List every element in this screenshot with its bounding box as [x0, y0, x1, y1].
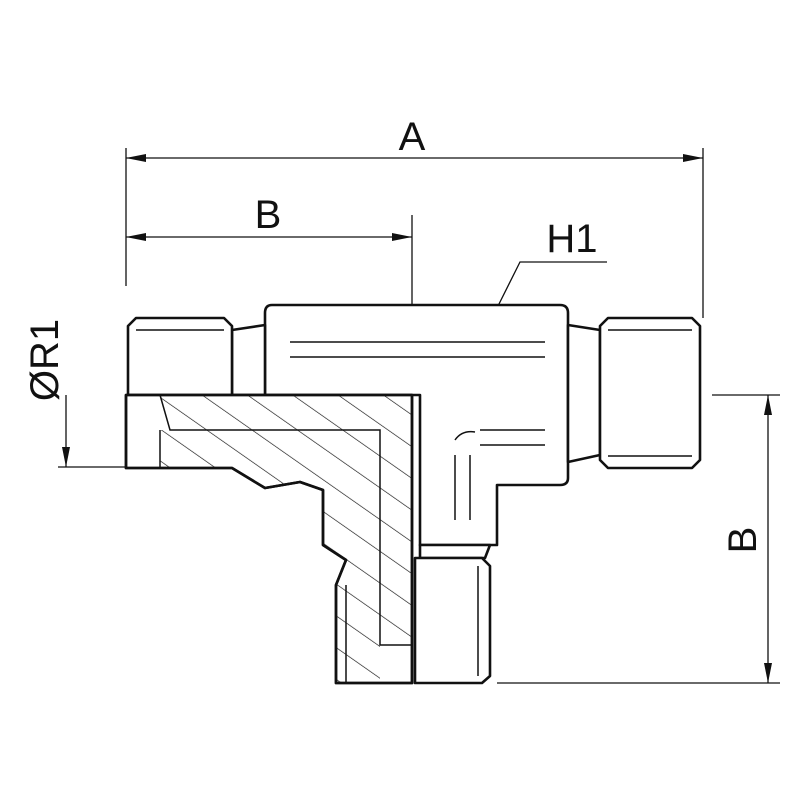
dimension-a: A [125, 115, 704, 318]
dimension-b-top: B [126, 193, 413, 385]
dimension-r1: ØR1 [23, 319, 128, 468]
tee-body [263, 303, 570, 547]
dim-b-top-label: B [255, 193, 282, 237]
r1-label: ØR1 [23, 319, 67, 401]
dim-a-label: A [399, 115, 426, 159]
dim-b-right-label: B [721, 527, 765, 554]
h1-label: H1 [546, 217, 597, 261]
dimension-b-right: B [497, 394, 780, 684]
bottom-fitting [413, 543, 492, 685]
right-fitting [566, 316, 702, 470]
section-view [124, 393, 414, 685]
left-fitting [126, 316, 267, 397]
